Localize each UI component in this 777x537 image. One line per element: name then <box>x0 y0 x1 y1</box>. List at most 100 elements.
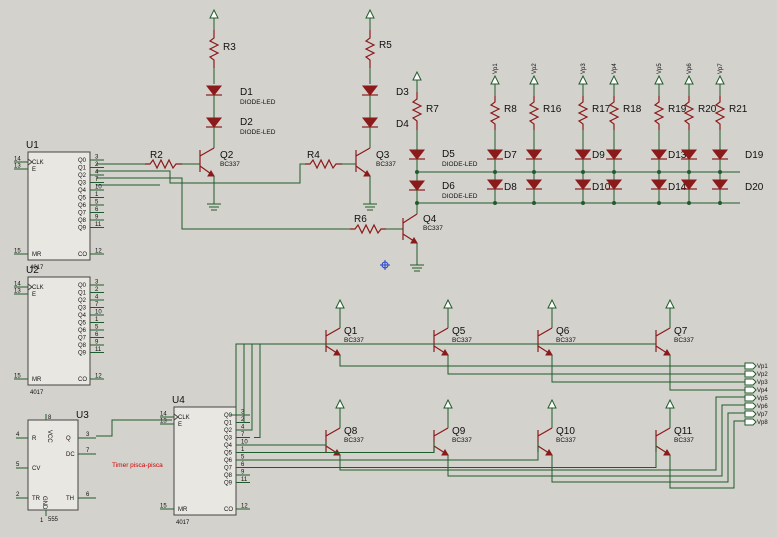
type-d2: DIODE-LED <box>240 129 276 136</box>
svg-text:1: 1 <box>95 317 99 323</box>
label-d5: D5 <box>442 149 455 160</box>
svg-text:3: 3 <box>95 280 99 286</box>
type-d6: DIODE-LED <box>442 193 478 200</box>
label-d3: D3 <box>396 87 409 98</box>
power-label-vp4: Vp4 <box>612 63 618 74</box>
svg-text:10: 10 <box>95 185 102 191</box>
label-d20: D20 <box>745 182 764 193</box>
resistor-r21 <box>714 96 726 130</box>
resistor-r17 <box>577 96 589 130</box>
svg-text:3: 3 <box>241 410 245 416</box>
svg-text:6: 6 <box>86 492 90 498</box>
type-d1: DIODE-LED <box>240 99 276 106</box>
bus-label-vp3: Vp3 <box>757 380 768 386</box>
label-d4: D4 <box>396 119 409 130</box>
svg-text:8: 8 <box>48 415 52 421</box>
resistor-r7 <box>411 92 423 130</box>
svg-text:7: 7 <box>241 432 245 438</box>
svg-text:5: 5 <box>241 455 245 461</box>
svg-text:TH: TH <box>66 496 74 502</box>
resistor-r6 <box>350 223 386 235</box>
label-r5: R5 <box>379 40 392 51</box>
label-r7: R7 <box>426 104 439 115</box>
label-r6: R6 <box>354 214 367 225</box>
type-d5: DIODE-LED <box>442 161 478 168</box>
svg-text:CV: CV <box>32 466 40 472</box>
svg-text:3: 3 <box>95 155 99 161</box>
ic-u2: U2401714CLK13E15MR3Q02Q14Q27Q310Q41Q55Q6… <box>14 265 104 396</box>
svg-text:13: 13 <box>14 289 21 295</box>
svg-text:MR: MR <box>32 252 42 258</box>
svg-text:12: 12 <box>95 249 102 255</box>
svg-text:DC: DC <box>66 452 75 458</box>
svg-text:10: 10 <box>95 310 102 316</box>
svg-text:CO: CO <box>224 507 233 513</box>
bus-terminal-vp3 <box>744 378 757 386</box>
svg-text:CO: CO <box>78 252 87 258</box>
svg-text:15: 15 <box>14 374 21 380</box>
svg-text:1: 1 <box>241 447 245 453</box>
svg-text:BC337: BC337 <box>344 437 364 444</box>
svg-text:BC337: BC337 <box>556 337 576 344</box>
svg-text:Q1: Q1 <box>78 291 87 297</box>
label-d8: D8 <box>504 182 517 193</box>
power-label-vp3: Vp3 <box>581 63 587 74</box>
svg-text:Q3: Q3 <box>78 306 87 312</box>
ground-q3 <box>363 203 377 211</box>
svg-text:GND: GND <box>41 496 47 510</box>
svg-text:Q0: Q0 <box>224 413 233 419</box>
svg-text:Q0: Q0 <box>78 283 87 289</box>
transistor-q3 <box>355 147 371 177</box>
svg-text:10: 10 <box>241 440 248 446</box>
svg-text:4: 4 <box>95 170 99 176</box>
resistor-r4 <box>305 158 342 170</box>
label-q3: Q3 <box>376 150 390 161</box>
svg-text:Q9: Q9 <box>78 226 87 232</box>
label-d10: D10 <box>592 182 611 193</box>
resistor-r19 <box>653 96 665 130</box>
svg-text:MR: MR <box>32 377 42 383</box>
label-d2: D2 <box>240 117 253 128</box>
part-u3: 555 <box>48 517 59 523</box>
svg-text:Q1: Q1 <box>344 326 358 337</box>
svg-text:15: 15 <box>160 504 167 510</box>
svg-text:4: 4 <box>241 425 245 431</box>
resistor-r16 <box>528 96 540 130</box>
svg-text:BC337: BC337 <box>452 437 472 444</box>
svg-text:Q7: Q7 <box>674 326 688 337</box>
svg-text:5: 5 <box>95 200 99 206</box>
svg-text:BC337: BC337 <box>674 337 694 344</box>
note-timer: Timer pisca-pisca <box>112 462 163 469</box>
svg-text:2: 2 <box>95 162 99 168</box>
svg-text:E: E <box>32 292 36 298</box>
label-u3: U3 <box>76 410 89 421</box>
svg-text:11: 11 <box>95 347 102 353</box>
resistor-r8 <box>489 96 501 130</box>
svg-text:VCC: VCC <box>46 430 52 443</box>
svg-text:6: 6 <box>95 332 99 338</box>
svg-text:Q0: Q0 <box>78 158 87 164</box>
resistor-r2 <box>145 158 182 170</box>
ic-u4: U4401714CLK13E15MR3Q02Q14Q27Q310Q41Q55Q6… <box>160 395 250 526</box>
svg-text:Q9: Q9 <box>78 351 87 357</box>
svg-text:Q6: Q6 <box>224 458 233 464</box>
svg-text:Q6: Q6 <box>556 326 570 337</box>
label-d9: D9 <box>592 150 605 161</box>
svg-text:14: 14 <box>160 412 167 418</box>
type-q2: BC337 <box>220 161 240 168</box>
crosshair-marker <box>380 260 390 270</box>
svg-text:4: 4 <box>95 295 99 301</box>
svg-text:Q6: Q6 <box>78 328 87 334</box>
svg-text:4: 4 <box>16 432 20 438</box>
bus-terminal-vp6 <box>744 402 757 410</box>
svg-text:Q8: Q8 <box>78 343 87 349</box>
svg-text:Q: Q <box>66 436 71 442</box>
